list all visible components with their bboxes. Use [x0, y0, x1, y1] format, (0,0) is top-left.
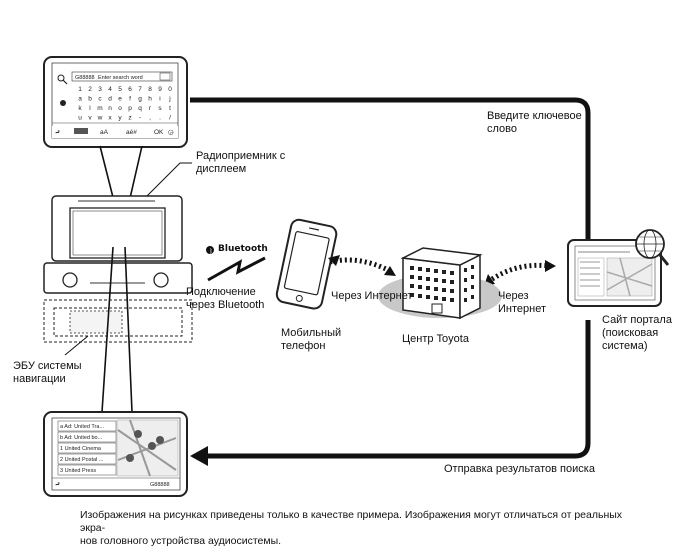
- result-item: a Ad: United Tra...: [60, 424, 104, 430]
- bluetooth-logo: Bluetooth: [218, 244, 268, 254]
- key-2-5: p: [128, 105, 132, 112]
- key-1-2: c: [98, 96, 102, 103]
- internet-link-right-head2: [545, 260, 556, 272]
- key-0-7: 8: [148, 86, 152, 93]
- key-3-2: w: [97, 115, 103, 122]
- result-item-box: [57, 431, 117, 443]
- key-0-5: 6: [128, 86, 132, 93]
- result-item-box: [57, 464, 117, 476]
- key-2-7: r: [149, 105, 152, 112]
- internet-link-left-head2: [384, 266, 396, 276]
- key-3-7: ,: [149, 115, 151, 122]
- key-2-4: o: [118, 105, 122, 112]
- key-3-4: y: [118, 115, 122, 122]
- bottom-screen-callout: [101, 246, 133, 413]
- key-3-9: /: [169, 115, 171, 122]
- result-item: b Ad: United bo...: [60, 435, 103, 441]
- result-item-box: [57, 420, 117, 432]
- internet-left-label: Через Интернет: [331, 290, 413, 302]
- key-1-3: d: [108, 96, 112, 103]
- footnote: Изображения на рисунках приведены только…: [80, 509, 623, 547]
- svg-text:⮐: ⮐: [55, 130, 61, 136]
- head-unit: [43, 195, 193, 294]
- case-key: aA: [100, 129, 109, 136]
- key-2-2: m: [97, 105, 102, 112]
- send-results-label: Отправка результатов поиска: [444, 463, 595, 475]
- key-0-4: 5: [118, 86, 122, 93]
- search-placeholder-text: Enter search word: [98, 75, 143, 81]
- key-1-6: g: [138, 96, 142, 103]
- key-2-3: n: [108, 105, 112, 112]
- results-flow-line: [205, 320, 591, 459]
- key-0-1: 2: [88, 86, 92, 93]
- navigation-ecu: [43, 299, 193, 343]
- key-0-8: 9: [158, 86, 162, 93]
- key-3-1: v: [88, 115, 92, 122]
- symbol-key: aé#: [126, 129, 137, 136]
- portal-site-screen: [567, 229, 670, 307]
- toyota-center-building: [378, 247, 502, 320]
- result-item-box: [57, 442, 117, 454]
- key-1-0: a: [78, 96, 82, 103]
- key-3-6: -: [139, 115, 141, 122]
- keyword-flow-line: [190, 97, 591, 240]
- key-0-2: 3: [98, 86, 102, 93]
- key-0-3: 4: [108, 86, 112, 93]
- key-1-9: j: [168, 96, 170, 103]
- ecu-callout-line: [64, 335, 89, 356]
- ok-key: OK: [154, 129, 164, 136]
- key-2-6: q: [138, 105, 142, 112]
- key-2-8: s: [158, 105, 162, 112]
- key-1-4: e: [118, 96, 122, 103]
- results-arrow-head: [190, 446, 208, 466]
- key-1-8: i: [159, 96, 160, 103]
- results-list: a Ad: United Tra... b Ad: United bo... 1 U…: [57, 420, 117, 476]
- keyboard-logo-text: G88888: [75, 75, 95, 81]
- result-item: 2 United Postal ...: [60, 457, 104, 463]
- key-3-0: u: [78, 115, 82, 122]
- key-1-7: h: [148, 96, 152, 103]
- mobile-phone: [275, 218, 338, 310]
- results-screen: a Ad: United Tra... b Ad: United bo... 1 U…: [43, 411, 188, 497]
- result-item: 1 United Cinema: [60, 446, 102, 452]
- key-1-5: f: [129, 96, 131, 103]
- radio-callout-line: [146, 162, 192, 197]
- key-2-1: l: [89, 105, 91, 112]
- key-1-1: b: [88, 96, 92, 103]
- internet-link-right: [486, 262, 551, 285]
- svg-text:ᛒ: ᛒ: [209, 248, 213, 255]
- key-3-8: .: [159, 115, 161, 122]
- internet-link-left: [329, 257, 394, 275]
- toyota-center-label: Центр Toyota: [402, 333, 469, 345]
- result-item: 3 United Press: [60, 468, 96, 474]
- bluetooth-link: ᛒ: [206, 246, 266, 282]
- result-item-box: [57, 453, 117, 465]
- key-0-0: 1: [78, 86, 82, 93]
- key-2-0: k: [78, 105, 82, 112]
- key-0-6: 7: [138, 86, 142, 93]
- svg-text:G88888: G88888: [150, 482, 170, 488]
- key-3-5: z: [128, 115, 131, 122]
- svg-text:⮐: ⮐: [55, 482, 61, 488]
- key-3-3: x: [108, 115, 112, 122]
- internet-link-left-head: [328, 255, 340, 266]
- key-2-9: t: [169, 105, 171, 112]
- key-0-9: 0: [168, 86, 172, 93]
- svg-text:◶: ◶: [168, 129, 174, 136]
